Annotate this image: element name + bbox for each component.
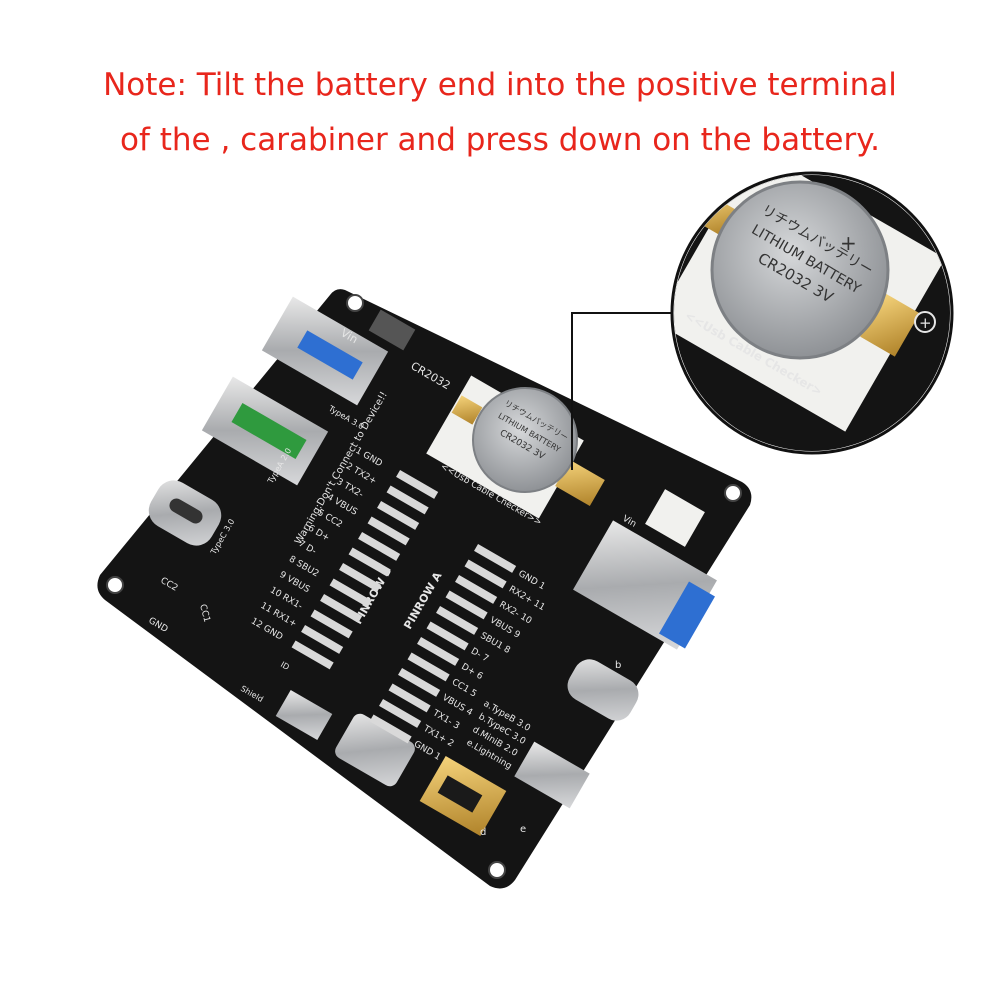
pin-led-pad xyxy=(398,667,441,697)
pin-led-pad xyxy=(329,578,372,608)
marker-e: e xyxy=(520,824,526,835)
micro-usb-port xyxy=(275,690,333,740)
usb-c-port-left xyxy=(148,480,222,546)
marker-d: d xyxy=(480,827,486,838)
coin-battery: リチウムバッテリー LITHIUM BATTERY CR2032 3V xyxy=(472,387,578,493)
pin-led-pad xyxy=(358,531,401,561)
usb-c-port-bottom xyxy=(335,713,415,787)
pin-led-pad xyxy=(396,469,439,499)
marker-b: b xyxy=(615,660,621,671)
note-line-2: of the , carabiner and press down on the… xyxy=(120,122,880,158)
zoom-battery-plus: + xyxy=(840,231,857,255)
usb-a-2-port xyxy=(201,376,329,486)
instruction-note: Note: Tilt the battery end into the posi… xyxy=(0,58,1000,168)
power-switch xyxy=(368,309,416,351)
pin-led-pad xyxy=(386,485,429,515)
pin-led-pad xyxy=(417,636,460,666)
pin-led-pad xyxy=(369,714,412,744)
pin-led-pad xyxy=(474,543,517,573)
pin-led-pad xyxy=(436,605,479,635)
pin-led-pad xyxy=(310,609,353,639)
power-connector xyxy=(645,489,705,547)
usb-b-3-port xyxy=(573,520,717,650)
mini-usb-port xyxy=(419,755,507,837)
pin-led-pad xyxy=(388,683,431,713)
pin-led-pad xyxy=(348,547,391,577)
pin-led-pad xyxy=(320,593,363,623)
usb-a-3-port xyxy=(261,296,389,406)
pin-led-pad xyxy=(291,640,334,670)
pin-led-pad xyxy=(407,652,450,682)
usb-c-port-right xyxy=(567,659,639,721)
pin-led-pad xyxy=(339,562,382,592)
zoom-plus-marker: + xyxy=(919,314,932,332)
pin-led-pad xyxy=(445,590,488,620)
label-id: ID xyxy=(279,660,291,672)
pin-led-pad xyxy=(455,574,498,604)
lightning-port xyxy=(514,741,590,809)
pin-led-pad xyxy=(464,559,507,589)
pin-led-pad xyxy=(301,624,344,654)
note-line-1: Note: Tilt the battery end into the posi… xyxy=(103,67,897,103)
zoom-inset: リチウムバッテリー LITHIUM BATTERY CR2032 3V + <<… xyxy=(670,171,954,455)
pin-led-pad xyxy=(379,698,422,728)
pin-led-pad xyxy=(367,516,410,546)
pin-led-pad xyxy=(377,500,420,530)
callout-line xyxy=(571,312,675,470)
pin-led-pad xyxy=(426,621,469,651)
label-cc1: CC1 xyxy=(197,603,211,623)
